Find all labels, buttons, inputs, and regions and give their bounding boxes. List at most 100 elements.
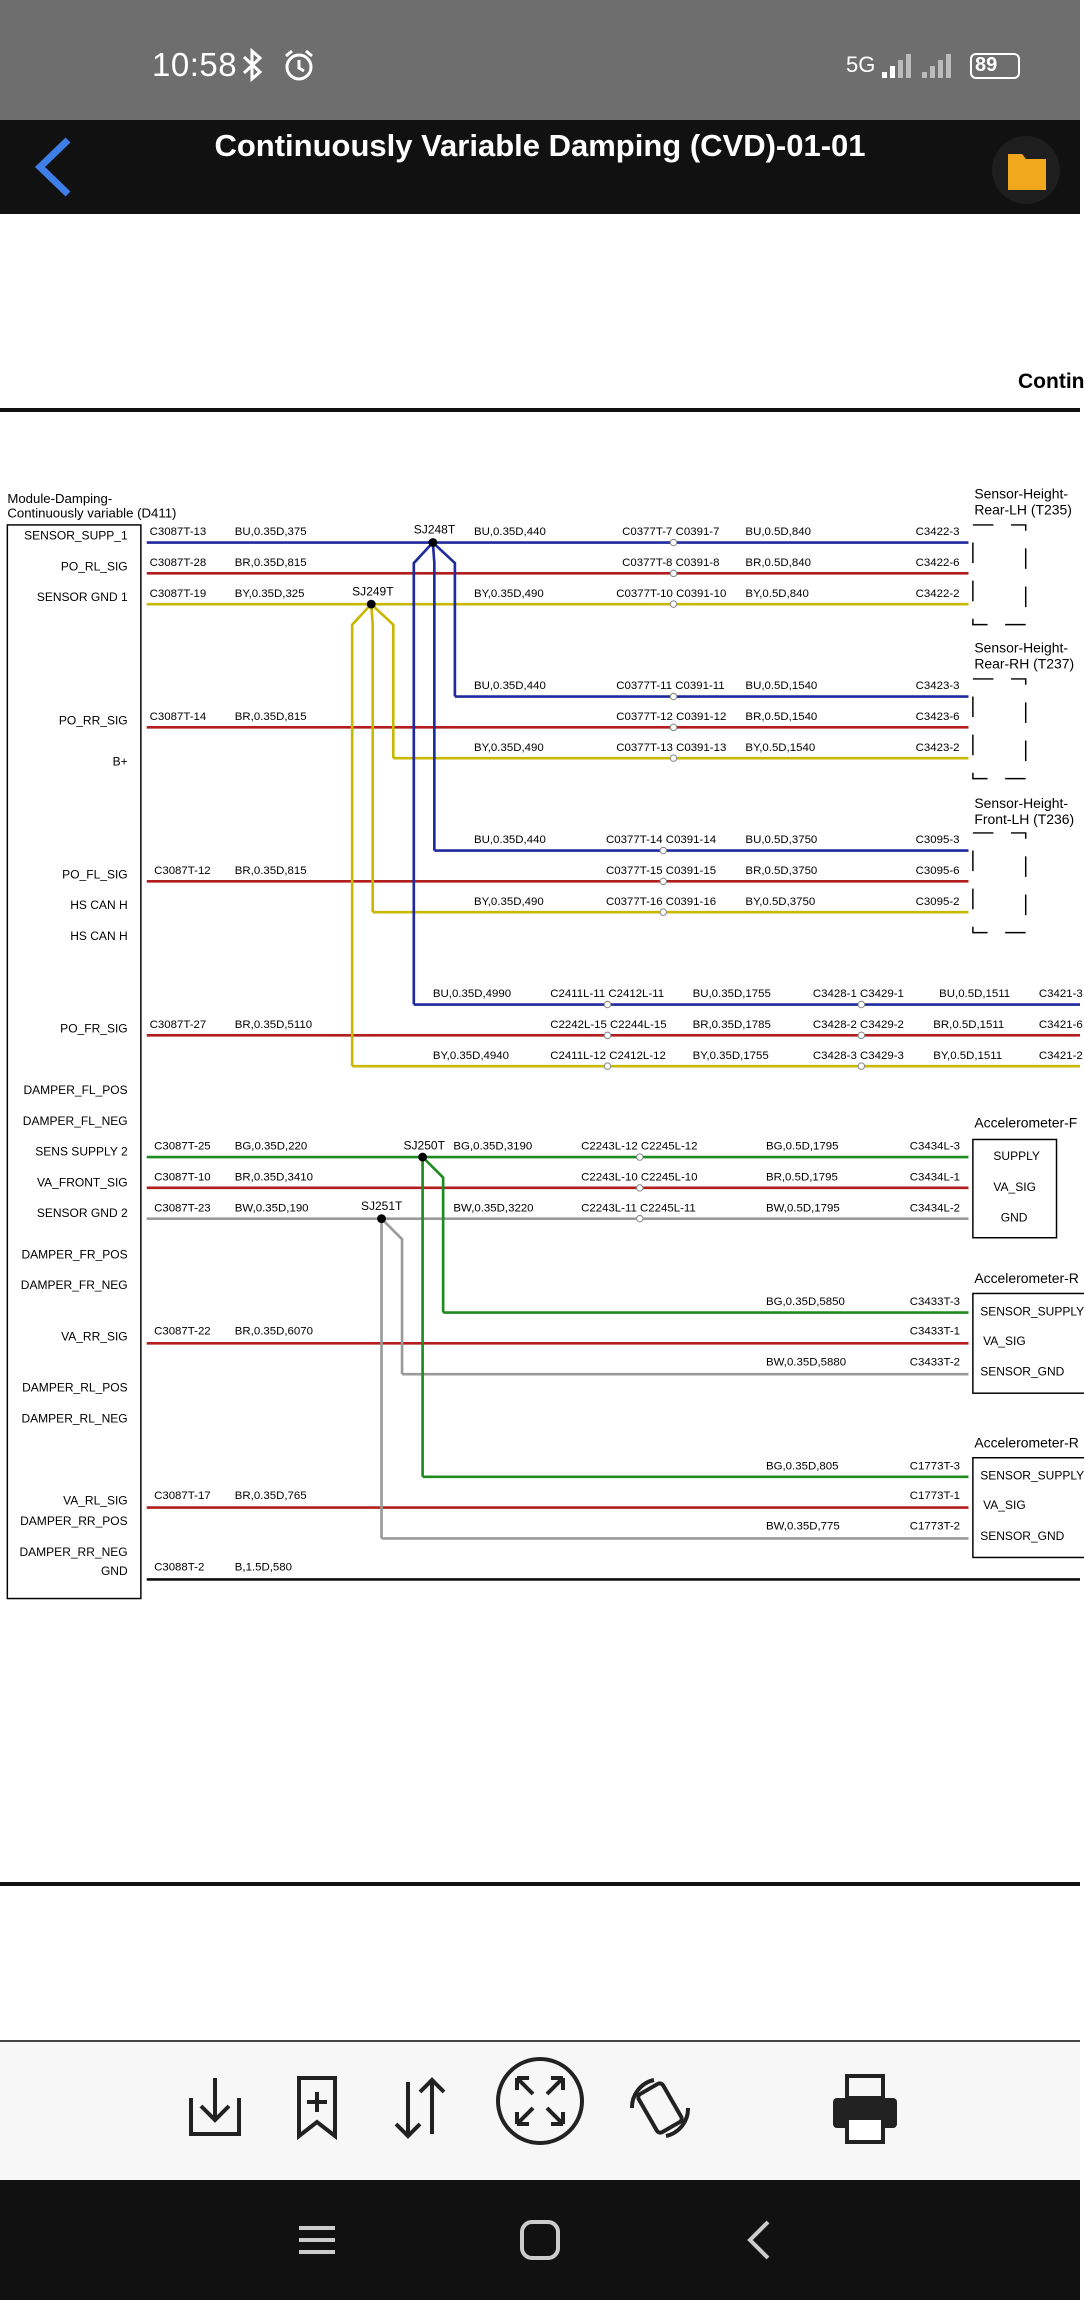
sensor-outline [972,832,1027,934]
wire-label: BU,0.35D,440 [474,526,546,538]
module-outline [6,524,142,1600]
wire-label: BG,0.35D,220 [235,1141,308,1153]
sensor-outline [972,524,1027,626]
wire-label: BR,0.35D,765 [235,1490,307,1502]
download-icon[interactable] [175,2068,255,2148]
wire [412,541,434,1005]
wire [421,1156,445,1313]
back-icon[interactable] [30,134,90,200]
wire-label: C0377T-8 C0391-8 [622,557,719,569]
wire [369,604,375,913]
module-pin-label: HS CAN H [70,929,127,943]
wire-label: C3421-6 [1039,1019,1083,1031]
component-pin-label: SENSOR_SUPPLY [980,1469,1084,1483]
splice-label: SJ250T [404,1139,446,1153]
wire-label: BW,0.35D,5880 [766,1356,846,1368]
module-pin-label: DAMPER_RL_NEG [21,1412,127,1426]
wire-label: BU,0.5D,1511 [939,988,1010,1000]
connector-mark [857,1000,866,1009]
wire-label: C3423-3 [916,680,960,692]
document-view[interactable]: Contin Module-Damping-Continuously varia… [0,214,1084,2040]
component-pin-label: GND [1001,1211,1028,1225]
component-pin-label: VA_SIG [983,1334,1026,1348]
wire [380,1217,404,1375]
connector-mark [636,1184,644,1192]
splice-dot [366,599,376,609]
status-time: 10:58 [152,46,238,83]
recent-apps-icon[interactable] [287,2210,347,2270]
bottom-toolbar [0,2040,1080,2182]
connector-mark [636,1153,644,1161]
sort-icon[interactable] [380,2068,460,2148]
wire-label: BR,0.35D,815 [235,865,307,877]
wire-label: C3433T-2 [910,1356,960,1368]
accelerometer-outline [972,1138,1058,1239]
wire-label: BR,0.35D,3410 [235,1172,313,1184]
wire-label: BY,0.5D,1511 [933,1050,1002,1062]
wire-label: BW,0.35D,3220 [453,1202,533,1214]
splice-dot [428,538,438,547]
module-pin-label: DAMPER_FR_NEG [21,1278,128,1292]
wire-label: C0377T-11 C0391-11 [616,680,724,692]
wire-label: C3421-3 [1039,988,1083,1000]
app-header: Continuously Variable Damping (CVD)-01-0… [0,120,1080,214]
wire-label: C3421-2 [1039,1050,1083,1062]
wire-label: C3087T-17 [154,1490,211,1502]
wire-label: C3428-3 C3429-3 [813,1050,904,1062]
home-icon[interactable] [510,2210,570,2270]
signal-icon [882,54,951,78]
wire-label: C3095-6 [916,865,960,877]
rotate-icon[interactable] [620,2068,700,2148]
wire-label: BU,0.5D,3750 [745,834,817,846]
bluetooth-icon [242,47,263,83]
splice-dot [418,1152,428,1162]
connector-mark [669,569,678,578]
connector-mark [669,754,678,762]
module-pin-label: SENS SUPPLY 2 [35,1145,128,1159]
labels: Module-Damping-Continuously variable (D4… [7,486,1084,1579]
wire-label: BW,0.35D,190 [235,1202,309,1214]
wire-label: C3087T-19 [150,588,207,600]
module-pin-label: SENSOR GND 2 [37,1206,128,1220]
connector-mark [669,538,678,547]
wire-label: C3423-6 [916,711,960,723]
alarm-icon [285,49,313,81]
wire-label: C3422-2 [916,588,960,600]
wire-label: C0377T-14 C0391-14 [606,834,717,846]
component-name: Sensor-Height- [974,640,1068,656]
wire-label: C3422-6 [916,557,960,569]
wire-label: C2411L-11 C2412L-11 [550,988,664,1000]
wire [431,542,436,851]
wire [431,541,457,697]
wire-label: C2243L-12 C2245L-12 [581,1141,697,1153]
wire-label: BR,0.5D,3750 [745,865,817,877]
wire-label: BG,0.35D,5850 [766,1296,845,1308]
component-name: Rear-RH (T237) [974,656,1074,672]
module-pin-label: PO_RR_SIG [59,713,128,727]
component-name: Sensor-Height- [974,486,1068,502]
module-pin-label: VA_RR_SIG [61,1329,128,1343]
connector-mark [857,1062,866,1070]
wire-label: BY,0.5D,840 [745,588,808,600]
page-title: Continuously Variable Damping (CVD)-01-0… [214,128,866,163]
splice-dot [377,1214,386,1224]
wire-label: B,1.5D,580 [235,1562,292,1574]
component-pin-label: SENSOR_SUPPLY [980,1304,1084,1318]
bookmark-add-icon[interactable] [277,2068,357,2148]
wire-label: C3087T-13 [150,526,207,538]
module-pin-label: DAMPER_RR_POS [20,1514,128,1528]
fit-screen-icon[interactable] [495,2056,585,2146]
wiring-diagram: Module-Damping-Continuously variable (D4… [6,486,1084,1600]
back-nav-icon[interactable] [730,2210,790,2270]
sensor-outline [972,678,1027,780]
wire-label: BU,0.5D,1540 [745,680,817,692]
wire-label: C3087T-27 [150,1019,207,1031]
module-pin-label: VA_FRONT_SIG [37,1175,128,1189]
wire-label: C3088T-2 [154,1562,204,1574]
print-icon[interactable] [825,2068,905,2148]
wire-label: BR,0.5D,1795 [766,1172,838,1184]
wire-label: C1773T-1 [910,1490,960,1502]
module-pin-label: VA_RL_SIG [63,1494,128,1508]
component-pin-label: VA_SIG [993,1180,1036,1194]
folder-icon[interactable] [988,134,1060,204]
